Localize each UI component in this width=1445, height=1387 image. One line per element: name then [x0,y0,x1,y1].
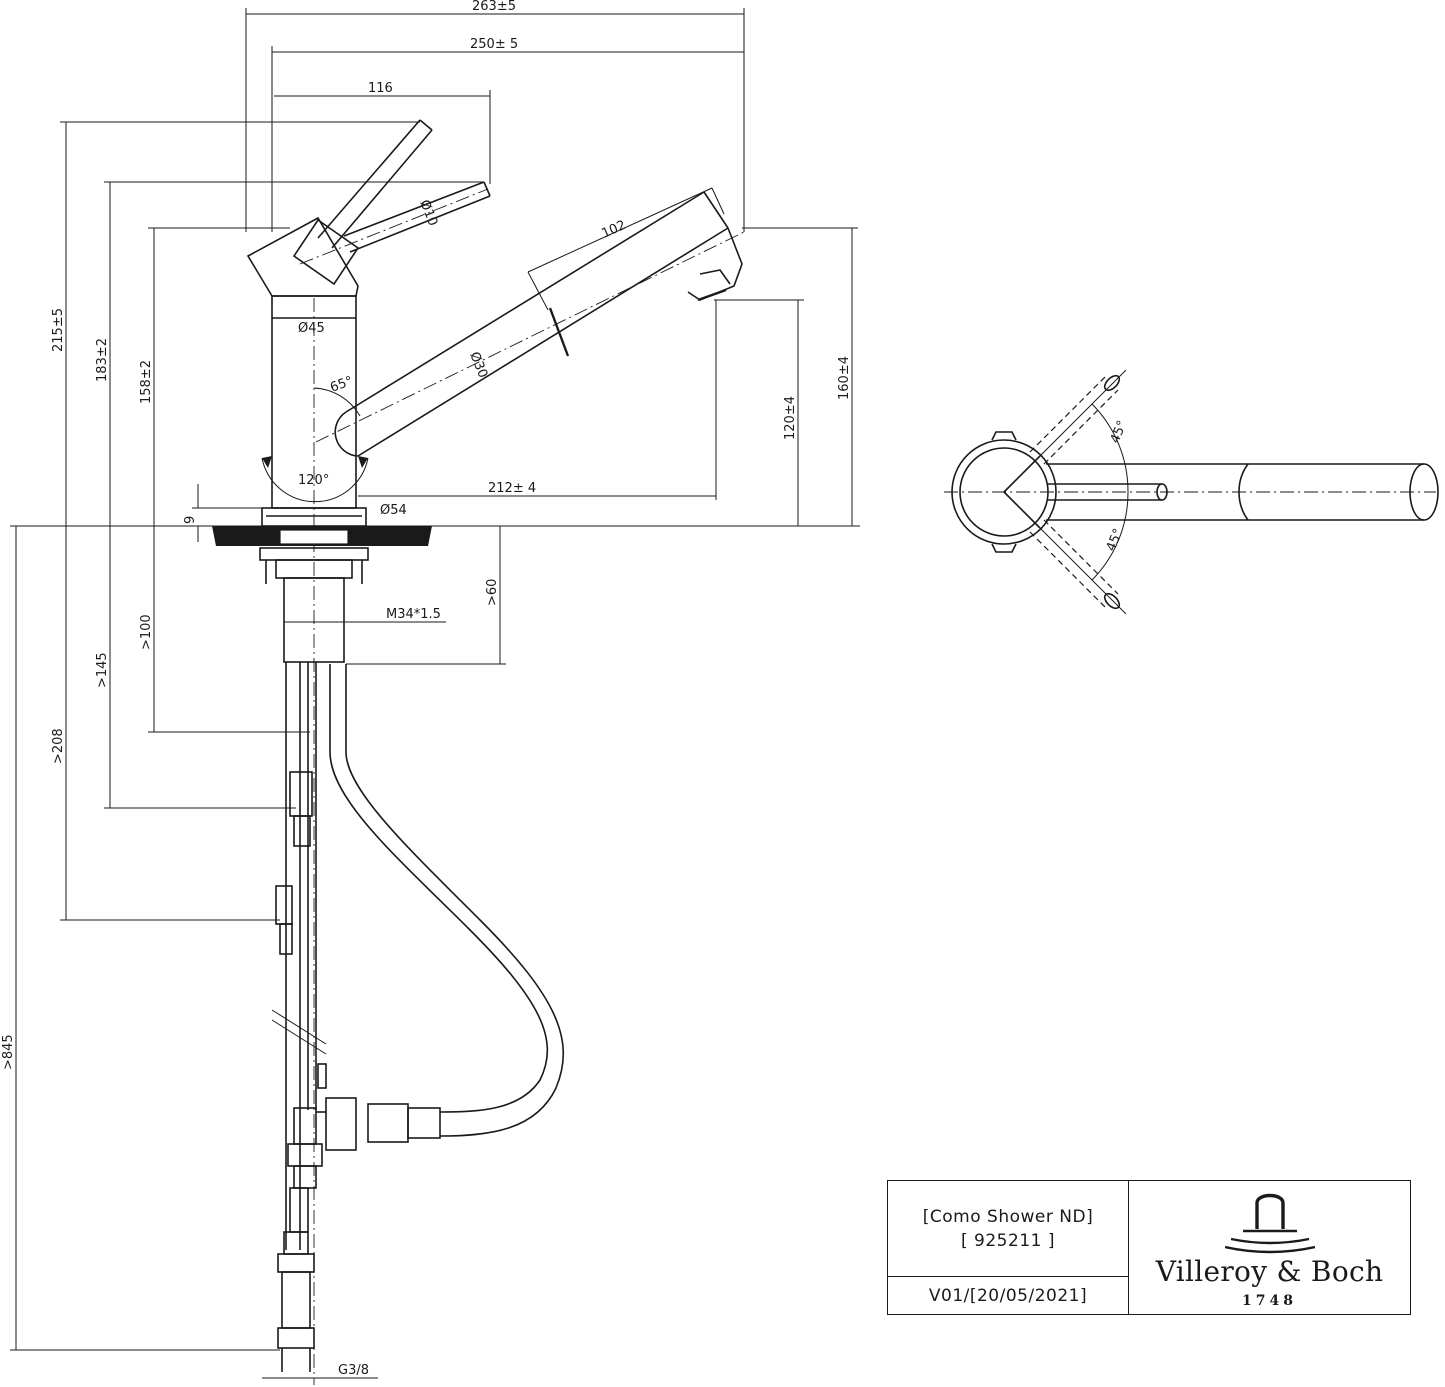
dim-lever-angle-lower: 45° [1104,527,1127,554]
supply-hoses [271,662,327,1372]
dim-min-clearance-60: >60 [485,579,500,606]
dim-overall-width: 263±5 [472,0,516,14]
dim-min-depth-145: >145 [95,652,110,688]
article-number: [ 925211 ] [961,1230,1055,1251]
dim-lever-reach: 116 [368,81,393,96]
dim-body-diameter: Ø45 [298,321,325,336]
title-block-product-cell: [Como Shower ND] [ 925211 ] [888,1181,1128,1277]
base-and-mounting [212,507,432,663]
dim-body-top-height: 183±2 [95,338,110,382]
title-block-info: [Como Shower ND] [ 925211 ] V01/[20/05/2… [888,1181,1129,1314]
dim-min-depth-845: >845 [1,1034,16,1070]
dim-outlet-height: 120±4 [783,396,798,440]
version-date: V01/[20/05/2021] [928,1285,1088,1306]
dim-spout-angle: 65° [328,374,355,396]
dim-spout-head-length: 102 [600,218,629,242]
spout-centerline [315,231,745,443]
dim-min-depth-100: >100 [139,614,154,650]
dim-spout-reach-total: 250± 5 [470,37,518,52]
faucet-body [246,216,360,509]
spout-angle-arc [313,387,361,417]
spout [334,191,743,457]
dim-spout-projection: 212± 4 [488,481,536,496]
dim-lever-angle-upper: 45° [1108,419,1131,446]
dim-base-height: 9 [183,516,198,524]
swivel-angle-arc [261,457,369,503]
dim-lever-height: 215±5 [51,308,66,352]
dim-spout-base-height: 158±2 [139,360,154,404]
dim-min-depth-208: >208 [51,728,66,764]
product-name: [Como Shower ND] [922,1206,1094,1227]
brand-logo: Villeroy & Boch 1748 [1129,1181,1410,1314]
dim-spout-top-height: 160±4 [837,356,852,400]
title-block: [Como Shower ND] [ 925211 ] V01/[20/05/2… [887,1180,1411,1315]
shower-hose-loop [316,664,564,1151]
dim-swivel-angle: 120° [298,473,329,488]
dimension-lines [10,8,858,1379]
title-block-version-cell: V01/[20/05/2021] [888,1277,1128,1314]
dim-thread: M34*1.5 [386,607,441,622]
fountain-logo-icon [1225,1193,1315,1254]
top-view [944,369,1439,615]
dim-connection: G3/8 [338,1363,369,1378]
brand-year: 1748 [1242,1293,1297,1309]
lever-handle [299,119,491,265]
dim-base-diameter: Ø54 [380,503,407,518]
brand-name: Villeroy & Boch [1155,1255,1384,1288]
dim-spout-diameter: Ø30 [466,350,490,380]
